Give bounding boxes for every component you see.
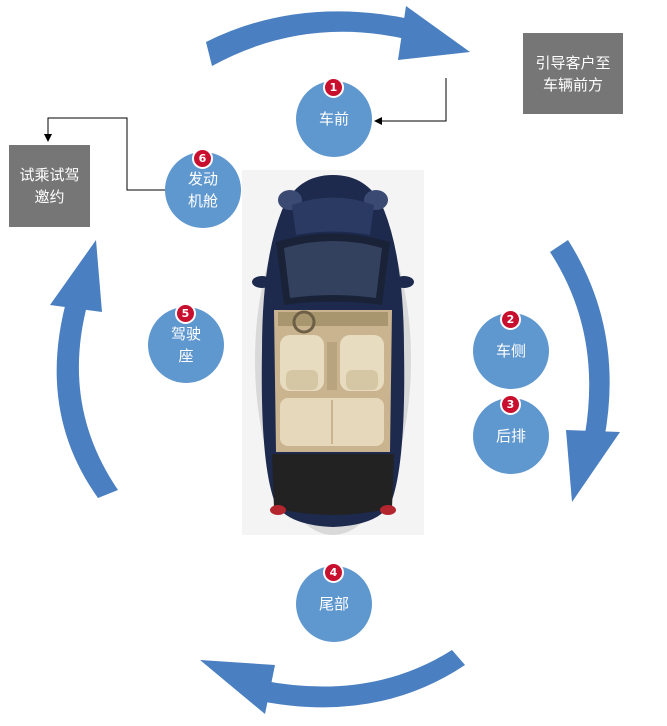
step-number-2: 2 (506, 313, 515, 326)
intro-box: 引导客户至 车辆前方 (523, 33, 623, 114)
test-drive-box-label: 试乘试驾 邀约 (19, 166, 80, 206)
tonneau-cover (272, 454, 394, 515)
step-badge-3: 3 (500, 394, 521, 415)
step-label-front: 车前 (318, 110, 349, 128)
cycle-arrow-right (550, 240, 620, 502)
cycle-arrow-top (206, 6, 470, 67)
test-drive-box: 试乘试驾 邀约 (9, 145, 90, 227)
step-badge-6: 6 (192, 148, 213, 169)
step-number-3: 3 (506, 398, 515, 411)
step-badge-2: 2 (500, 309, 521, 330)
step-badge-4: 4 (323, 562, 344, 583)
step-label-driver-seat: 驾驶 座 (170, 325, 201, 365)
step-number-1: 1 (329, 81, 338, 94)
step-circle-side: 车侧 (473, 313, 549, 389)
cycle-arrow-left (50, 240, 118, 498)
step-label-tail: 尾部 (318, 595, 349, 613)
step-label-rear-seat: 后排 (495, 427, 526, 445)
cycle-arrow-bottom (200, 650, 465, 714)
step-badge-5: 5 (175, 303, 196, 324)
car-top-view (242, 170, 424, 535)
connector-intro-to-front (374, 78, 447, 125)
step-number-5: 5 (181, 307, 190, 320)
step-number-4: 4 (329, 566, 338, 579)
step-badge-1: 1 (323, 77, 344, 98)
intro-box-label: 引导客户至 车辆前方 (535, 53, 611, 94)
connector-engine-to-testdrive (44, 117, 165, 191)
step-number-6: 6 (198, 152, 207, 165)
step-label-side: 车侧 (495, 342, 526, 360)
step-label-engine: 发动 机舱 (187, 170, 218, 210)
